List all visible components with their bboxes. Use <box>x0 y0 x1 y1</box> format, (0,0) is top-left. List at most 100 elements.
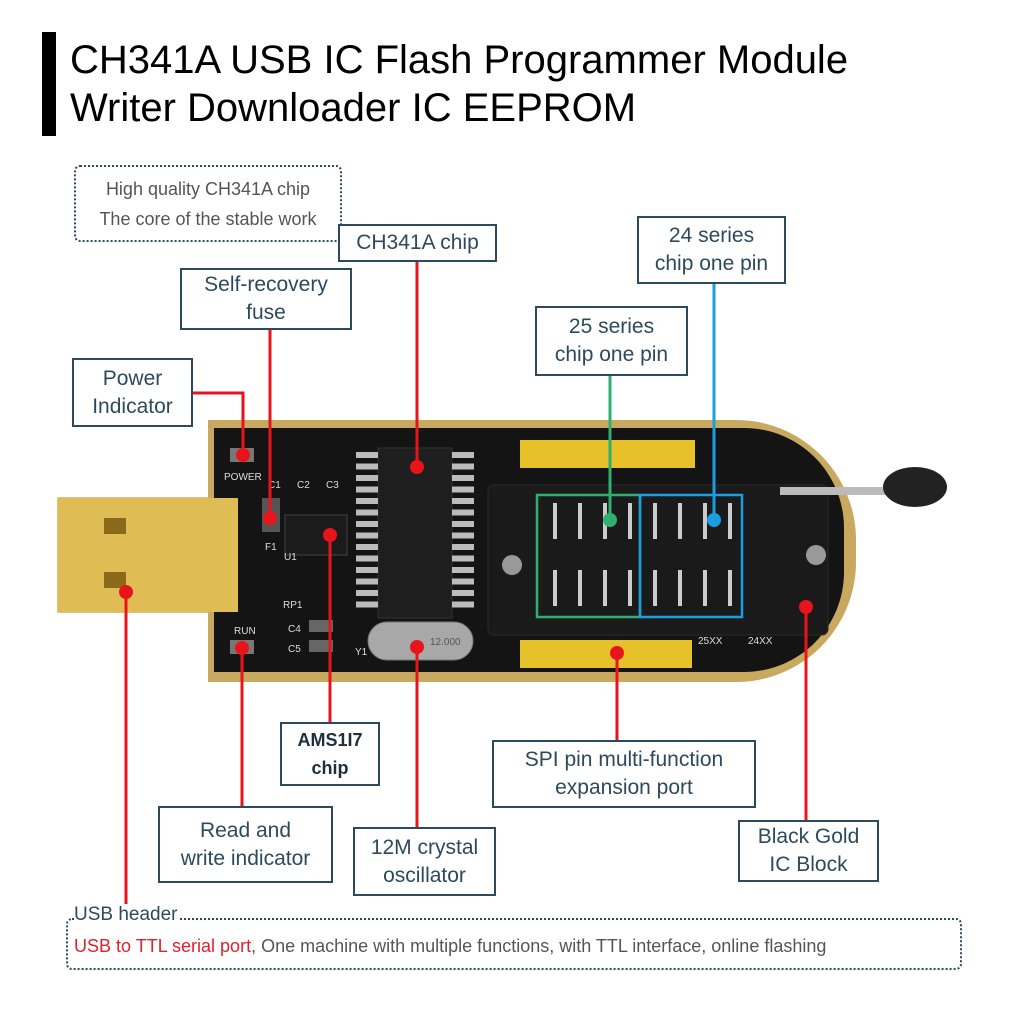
usb-connector-front <box>58 498 238 612</box>
usb-note-rest: , One machine with multiple functions, w… <box>251 936 827 956</box>
dot-run <box>235 641 249 655</box>
board-label-c1: C1 <box>268 480 281 491</box>
chip-pin <box>356 567 378 573</box>
chip-pin <box>452 498 474 504</box>
chip-pin <box>452 521 474 527</box>
dot-usb <box>119 585 133 599</box>
socket-contact <box>728 570 732 606</box>
board-label-c5: C5 <box>288 644 301 655</box>
callout-text: chip <box>311 758 349 778</box>
callout-text: 12M crystal <box>370 835 479 859</box>
callout-text: 25 series <box>568 315 655 338</box>
callout-text: expansion port <box>555 776 693 799</box>
callout-text: Self-recovery <box>204 273 328 296</box>
callout-text: AMS1I7 <box>297 730 363 750</box>
socket-contact <box>578 503 582 539</box>
socket-lever <box>780 487 900 495</box>
socket-contact <box>728 503 732 539</box>
board-label-power: POWER <box>224 472 262 483</box>
callout-text: chip one pin <box>654 252 769 275</box>
callout-text: write indicator <box>180 846 311 870</box>
chip-pin <box>356 555 378 562</box>
callout-power-indicator: Power Indicator <box>72 358 193 427</box>
callout-text: Power <box>102 366 163 390</box>
usb-note-label: USB header <box>74 904 180 926</box>
dot-series24 <box>707 513 721 527</box>
intro-note: High quality CH341A chip The core of the… <box>74 165 342 242</box>
dot-power <box>236 448 250 462</box>
socket-contact <box>678 570 682 606</box>
callout-text: IC Block <box>769 853 848 876</box>
chip-pin <box>356 521 378 527</box>
socket-contacts <box>553 503 732 606</box>
crystal-marking: 12.000 <box>430 637 461 648</box>
board-label-u1: U1 <box>284 552 297 563</box>
chip-pin <box>356 544 378 550</box>
socket-contact <box>703 570 707 606</box>
chip-pin <box>356 532 378 539</box>
dot-series25 <box>603 513 617 527</box>
ch341a-chip <box>377 447 453 619</box>
intro-line-2: The core of the stable work <box>99 209 317 229</box>
dot-block <box>799 600 813 614</box>
page-title: CH341A USB IC Flash Programmer Module Wr… <box>70 36 848 132</box>
callout-24-series: 24 series chip one pin <box>637 216 786 284</box>
chip-pin <box>452 578 474 585</box>
usb-note-text: USB to TTL serial port, One machine with… <box>74 936 826 957</box>
chip-pin <box>452 555 474 562</box>
socket-contact <box>553 503 557 539</box>
chip-pin <box>452 601 474 608</box>
callout-ic-block: Black Gold IC Block <box>738 820 879 882</box>
callout-text: Indicator <box>92 394 173 418</box>
title-line-1: CH341A USB IC Flash Programmer Module <box>70 38 849 82</box>
chip-pin <box>356 452 378 458</box>
dot-fuse <box>263 511 277 525</box>
board-label-rp1: RP1 <box>283 600 303 611</box>
callout-ams-chip: AMS1I7 chip <box>280 722 380 786</box>
socket-contact <box>553 570 557 606</box>
callout-text: 24 series <box>668 224 755 247</box>
socket-contact <box>678 503 682 539</box>
callout-rw-indicator: Read and write indicator <box>158 806 333 883</box>
socket-contact <box>578 570 582 606</box>
socket-contact <box>628 570 632 606</box>
ch341a-pins <box>356 452 474 608</box>
series24-region <box>638 493 744 619</box>
chip-pin <box>452 532 474 539</box>
spi-pin-header <box>520 640 692 668</box>
dot-crystal <box>410 640 424 654</box>
board-label-25xx: 25XX <box>698 636 723 647</box>
title-accent-bar <box>42 32 56 136</box>
callout-text: oscillator <box>383 863 466 887</box>
callout-crystal: 12M crystal oscillator <box>353 827 496 896</box>
chip-pin <box>356 486 378 493</box>
usb-note-highlight: USB to TTL serial port <box>74 936 252 956</box>
ams1117-regulator <box>284 514 348 556</box>
dot-ch341a <box>410 460 424 474</box>
chip-pin <box>356 601 378 608</box>
socket-screw <box>502 555 522 575</box>
chip-pin <box>452 544 474 550</box>
socket-contact <box>653 570 657 606</box>
board-label-run: RUN <box>234 626 256 637</box>
cap-c4 <box>309 620 333 632</box>
callout-text: SPI pin multi-function <box>524 748 724 771</box>
chip-pin <box>356 509 378 516</box>
callout-text: Black Gold <box>757 825 860 848</box>
title-line-2: Writer Downloader IC EEPROM <box>70 86 637 130</box>
intro-line-1: High quality CH341A chip <box>105 179 311 199</box>
chip-pin <box>452 475 474 481</box>
chip-pin <box>356 498 378 504</box>
usb-hole <box>104 518 126 534</box>
chip-pin <box>452 509 474 516</box>
chip-pin <box>356 463 378 470</box>
cap-c5 <box>309 640 333 652</box>
usb-hole <box>104 572 126 588</box>
socket-contact <box>703 503 707 539</box>
callout-ch341a-chip: CH341A chip <box>338 224 497 262</box>
chip-pin <box>452 590 474 596</box>
callout-text: Read and <box>199 818 292 842</box>
board-label-c4: C4 <box>288 624 301 635</box>
zif-socket <box>487 484 829 636</box>
